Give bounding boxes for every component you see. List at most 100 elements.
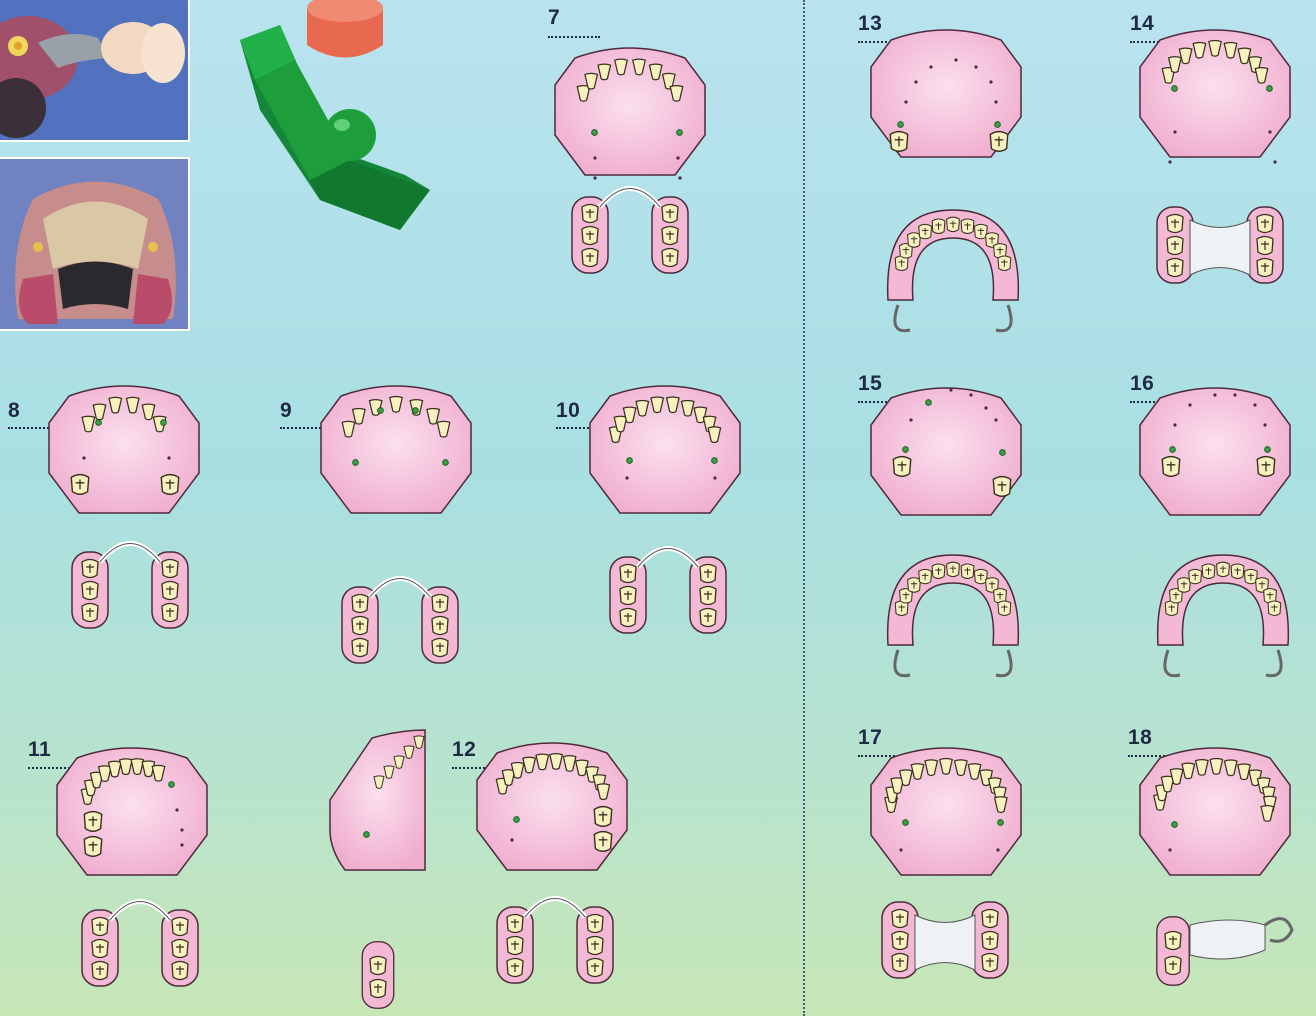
retentive-clasp-arm	[1265, 919, 1292, 942]
saddle-tooth	[582, 205, 598, 223]
saddle-tooth	[507, 959, 523, 977]
missing-tooth-marker	[676, 156, 679, 159]
missing-tooth-marker	[1173, 423, 1176, 426]
saddle-tooth	[352, 617, 368, 635]
saddle-tooth	[92, 918, 108, 936]
posterior-tooth	[893, 457, 910, 477]
clasp-rest	[364, 832, 370, 838]
figure-7-palate	[555, 48, 705, 180]
missing-tooth-marker	[1263, 423, 1266, 426]
connector-outline	[638, 549, 698, 568]
missing-tooth-marker	[510, 838, 513, 841]
saddle-tooth	[908, 233, 921, 247]
figure-8-palate	[49, 386, 199, 513]
saddle-tooth	[432, 617, 448, 635]
missing-tooth-marker	[969, 393, 972, 396]
saddle-tooth	[998, 601, 1011, 615]
figure-13-framework	[888, 210, 1019, 331]
missing-tooth-marker	[1253, 403, 1256, 406]
figure-12-half-palate	[330, 730, 425, 1008]
saddle-tooth	[1202, 564, 1215, 578]
saddle-tooth	[982, 910, 998, 928]
posterior-tooth	[84, 812, 101, 832]
saddle-tooth	[998, 256, 1011, 270]
saddle-tooth	[507, 915, 523, 933]
saddle-tooth	[919, 569, 932, 583]
saddle-tooth	[1231, 564, 1244, 578]
missing-tooth-marker	[625, 476, 628, 479]
saddle-tooth	[1178, 578, 1191, 592]
figure-11-palate	[57, 748, 207, 875]
posterior-tooth	[594, 807, 611, 827]
saddle-tooth	[947, 217, 960, 231]
saddle-tooth	[1167, 215, 1183, 233]
clasp-rest	[1000, 450, 1006, 456]
figure-8-framework	[72, 544, 188, 629]
posterior-tooth	[890, 132, 907, 152]
figure-14-framework	[1157, 207, 1283, 283]
missing-tooth-marker	[1273, 160, 1276, 163]
saddle-tooth	[662, 205, 678, 223]
saddle-tooth	[172, 962, 188, 980]
saddle-tooth	[587, 915, 603, 933]
clasp-rest	[1170, 447, 1176, 453]
clasp-rest	[413, 408, 419, 414]
clasp-rest	[998, 820, 1004, 826]
saddle-tooth	[982, 932, 998, 950]
figure-17-framework	[882, 902, 1008, 978]
figure-9-framework	[342, 579, 458, 664]
clasp-rest	[627, 458, 633, 464]
saddle-tooth	[947, 562, 960, 576]
saddle-tooth	[919, 224, 932, 238]
clasp-rest	[1267, 86, 1273, 92]
palatal-plate-connector	[1190, 220, 1250, 275]
clasp-rest	[1172, 86, 1178, 92]
palatal-plate-connector	[915, 915, 975, 970]
retentive-clasp-arms	[1165, 650, 1281, 676]
saddle-tooth	[908, 578, 921, 592]
saddle-tooth	[92, 940, 108, 958]
missing-tooth-marker	[954, 58, 957, 61]
saddle-tooth	[587, 959, 603, 977]
saddle-tooth	[92, 962, 108, 980]
missing-tooth-marker	[1233, 393, 1236, 396]
figure-9-palate	[321, 386, 471, 513]
saddle-tooth	[620, 609, 636, 627]
saddle-tooth	[662, 249, 678, 267]
connector-outline	[370, 579, 430, 598]
missing-tooth-marker	[678, 176, 681, 179]
saddle-tooth	[982, 954, 998, 972]
missing-tooth-marker	[949, 388, 952, 391]
missing-tooth-marker	[180, 828, 183, 831]
saddle-tooth	[892, 932, 908, 950]
posterior-tooth	[990, 132, 1007, 152]
saddle-tooth	[370, 980, 386, 998]
missing-tooth-marker	[82, 456, 85, 459]
clasp-rest	[378, 408, 384, 414]
saddle-tooth	[162, 560, 178, 578]
saddle-tooth	[172, 918, 188, 936]
clasp-rest	[161, 420, 167, 426]
missing-tooth-marker	[175, 808, 178, 811]
palate-outline	[57, 748, 207, 875]
missing-tooth-marker	[984, 406, 987, 409]
saddle-tooth	[352, 595, 368, 613]
missing-tooth-marker	[1213, 393, 1216, 396]
missing-tooth-marker	[899, 848, 902, 851]
clasp-rest	[1265, 447, 1271, 453]
missing-tooth-marker	[1268, 130, 1271, 133]
clasp-rest	[592, 130, 598, 136]
figure-18-palate	[1140, 748, 1290, 875]
missing-tooth-marker	[713, 476, 716, 479]
figure-18-framework	[1157, 917, 1292, 985]
palate-outline	[590, 386, 740, 513]
posterior-tooth	[594, 832, 611, 852]
figure-15-framework	[888, 555, 1019, 676]
saddle-tooth	[582, 227, 598, 245]
saddle-tooth	[961, 219, 974, 233]
figure-17-palate	[871, 748, 1021, 875]
missing-tooth-marker	[996, 848, 999, 851]
saddle-tooth	[932, 219, 945, 233]
figure-7-framework	[572, 189, 688, 274]
saddle-tooth	[1189, 569, 1202, 583]
